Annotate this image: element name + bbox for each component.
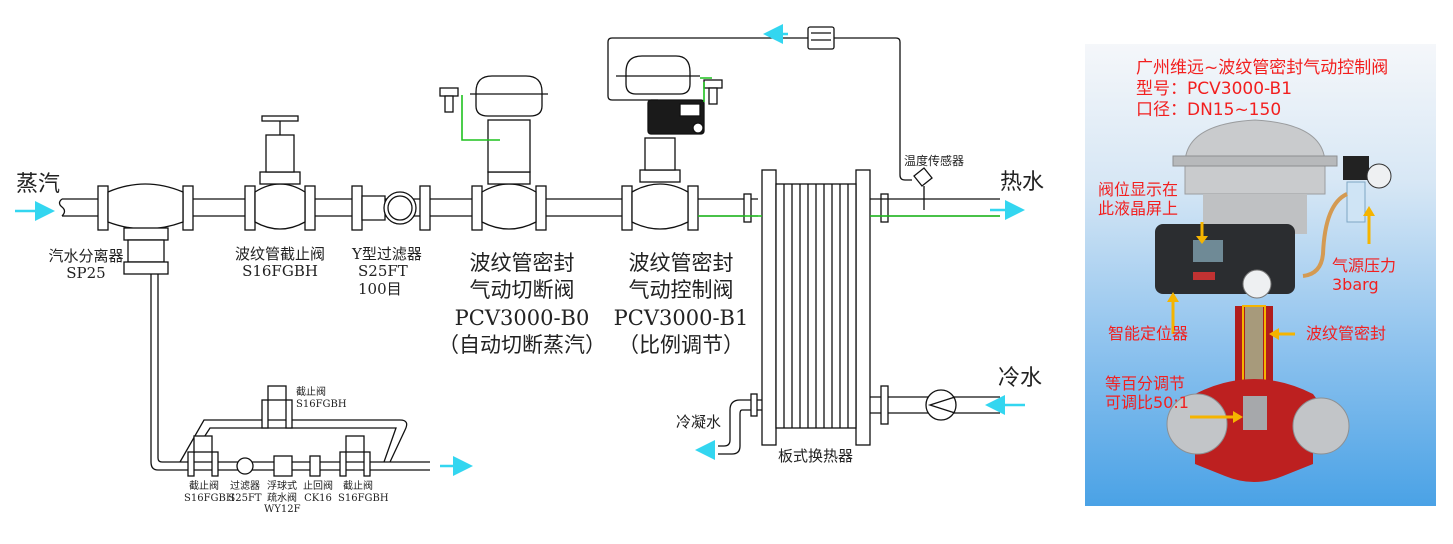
separator-label: 汽水分离器 SP25 <box>44 247 128 283</box>
photo-size-line: 口径：DN15~150 <box>1136 100 1282 120</box>
callout-air-line1: 气源压力 <box>1332 256 1397 275</box>
control-valve-model: PCV3000-B1 <box>613 305 749 330</box>
bypass-item-5-label: 截止阀 S16FGBH <box>338 481 389 504</box>
bypass-item-name: 截止阀 <box>343 481 373 492</box>
temperature-sensor <box>913 167 933 210</box>
callout-air-line2: 3barg <box>1332 275 1379 295</box>
stop-valve-label: 波纹管截止阀 S16FGBH <box>228 245 332 281</box>
photo-title: 广州维远~波纹管密封气动控制阀 <box>1136 58 1389 78</box>
shutoff-valve-line2: 气动切断阀 <box>469 278 575 303</box>
bypass-item-model: 疏水阀 <box>267 492 297 504</box>
stop-valve-name: 波纹管截止阀 <box>234 245 325 263</box>
control-valve-line2: 气动控制阀 <box>628 278 734 303</box>
temperature-controller <box>807 26 835 50</box>
bypass-item-model: CK16 <box>304 492 332 504</box>
y-strainer <box>351 185 431 231</box>
callout-bellows-seal: 波纹管密封 <box>1306 324 1387 343</box>
bypass-item-3-label: 浮球式 疏水阀 WY12F <box>264 481 301 516</box>
product-photo-panel: 广州维远~波纹管密封气动控制阀 型号：PCV3000-B1 口径：DN15~15… <box>1085 44 1436 506</box>
separator-model: SP25 <box>66 264 106 283</box>
heat-exchanger-label: 板式换热器 <box>778 447 854 465</box>
callout-ratio-line1: 等百分调节 <box>1105 374 1186 393</box>
bellows-stop-valve <box>244 115 316 231</box>
shutoff-valve-label: 波纹管密封 气动切断阀 PCV3000-B0 （自动切断蒸汽） <box>432 250 612 359</box>
bypass-item-name: 过滤器 <box>230 481 260 492</box>
condensate-label: 冷凝水 <box>676 413 722 431</box>
bypass-item-4-label: 止回阀 CK16 <box>302 481 334 504</box>
control-valve-note: （比例调节） <box>618 332 744 357</box>
bypass-item-model: S16FGBH <box>338 492 389 504</box>
control-signal-line <box>607 37 912 181</box>
process-diagram: 蒸汽 热水 冷水 冷凝水 温度传感器 板式换热器 汽水分离器 SP25 波纹管截… <box>15 24 1045 516</box>
hot-water-pipe <box>870 198 1000 217</box>
bypass-item-model: S16FGBH <box>184 492 235 504</box>
separator-name: 汽水分离器 <box>48 247 124 265</box>
shutoff-valve-model: PCV3000-B0 <box>454 305 590 330</box>
control-valve-line1: 波纹管密封 <box>628 251 734 275</box>
callout-air-supply: 气源压力 3barg <box>1332 256 1396 294</box>
steam-inlet-label: 蒸汽 <box>16 172 61 197</box>
pneumatic-control-valve <box>616 55 723 231</box>
bypass-item-2-label: 过滤器 S25FT <box>228 481 262 504</box>
stop-valve-model: S16FGBH <box>242 262 318 281</box>
cold-water-label: 冷水 <box>998 366 1043 391</box>
hot-water-label: 热水 <box>1000 170 1045 195</box>
bypass-item-name: 截止阀 <box>189 481 219 492</box>
callout-flow-characteristic: 等百分调节 可调比50:1 <box>1105 374 1189 412</box>
y-strainer-label: Y型过滤器 S25FT 100目 <box>352 245 422 298</box>
callout-display-line2: 此液晶屏上 <box>1098 199 1179 219</box>
cold-water-pipe <box>870 385 1000 425</box>
callout-positioner: 智能定位器 <box>1108 324 1189 343</box>
y-strainer-name: Y型过滤器 <box>352 245 422 263</box>
callout-display-line1: 阀位显示在 <box>1098 180 1179 199</box>
bypass-top-valve-label: 截止阀 S16FGBH <box>296 387 347 410</box>
bypass-item-name: 浮球式 <box>267 481 297 492</box>
control-valve-label: 波纹管密封 气动控制阀 PCV3000-B1 （比例调节） <box>606 250 756 359</box>
shutoff-valve-line1: 波纹管密封 <box>469 251 575 275</box>
valve-photo-illustration <box>1155 119 1392 482</box>
callout-ratio-line2: 可调比50:1 <box>1105 393 1189 413</box>
bypass-item-1-label: 截止阀 S16FGBH <box>184 481 235 504</box>
shutoff-valve-note: （自动切断蒸汽） <box>438 332 606 357</box>
plate-heat-exchanger <box>743 169 889 446</box>
bypass-item-model: S25FT <box>228 492 262 504</box>
bypass-item-extra: WY12F <box>264 504 301 515</box>
photo-model-line: 型号：PCV3000-B1 <box>1136 79 1293 99</box>
steam-separator <box>97 183 194 285</box>
pneumatic-shutoff-valve <box>439 75 548 231</box>
bypass-item-name: 止回阀 <box>303 481 333 492</box>
y-strainer-model: S25FT <box>358 262 408 281</box>
bypass-top-valve-model: S16FGBH <box>296 398 347 410</box>
diagram-canvas <box>15 24 1025 477</box>
callout-display: 阀位显示在 此液晶屏上 <box>1098 180 1178 218</box>
air-supply-line-shutoff <box>461 95 500 141</box>
temp-sensor-label: 温度传感器 <box>904 154 965 168</box>
bypass-line <box>150 285 430 471</box>
bypass-top-valve-name: 截止阀 <box>296 387 326 398</box>
condensate-pipe <box>718 393 762 455</box>
y-strainer-mesh: 100目 <box>358 279 402 298</box>
bypass-valves <box>187 385 371 477</box>
